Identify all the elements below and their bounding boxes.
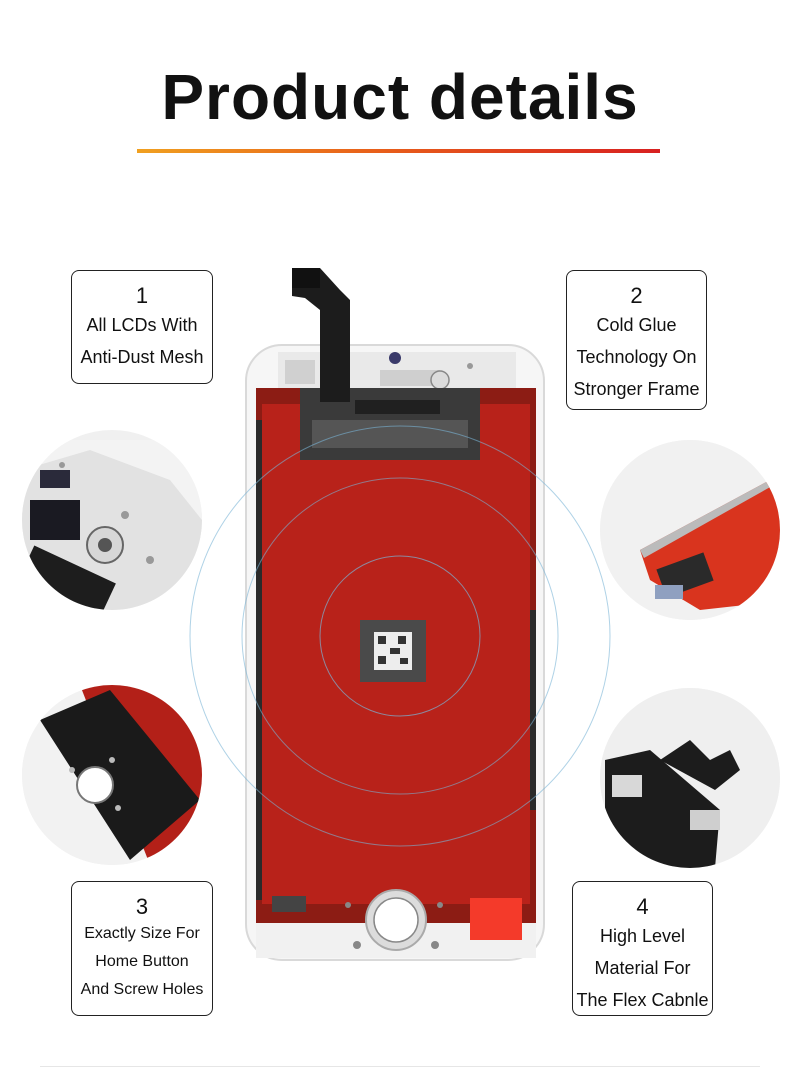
feature-text-line: High Level — [599, 926, 686, 946]
feature-callout-1: 1 All LCDs With Anti-Dust Mesh — [71, 270, 213, 384]
zoom-top-right-image — [600, 440, 780, 620]
zoom-top-left-image — [22, 430, 202, 610]
feature-number: 1 — [135, 283, 149, 308]
feature-text-line: And Screw Holes — [80, 981, 204, 998]
feature-text-line: The Flex Cabnle — [576, 990, 709, 1010]
page-title: Product details — [161, 61, 639, 133]
feature-text-line: Stronger Frame — [573, 379, 700, 399]
feature-callout-4: 4 High Level Material For The Flex Cabnl… — [572, 881, 713, 1016]
feature-text-line: Technology On — [576, 347, 697, 367]
feature-text-line: Cold Glue — [596, 315, 677, 335]
bottom-divider — [40, 1066, 760, 1067]
feature-callout-2: 2 Cold Glue Technology On Stronger Frame — [566, 270, 707, 410]
feature-text-line: Material For — [594, 958, 691, 978]
feature-number: 3 — [135, 894, 149, 919]
feature-callout-3: 3 Exactly Size For Home Button And Screw… — [71, 881, 213, 1016]
title-underline — [137, 149, 660, 153]
feature-text-line: Home Button — [95, 953, 189, 970]
feature-text-line: Anti-Dust Mesh — [80, 347, 204, 367]
feature-text-line: All LCDs With — [86, 315, 198, 335]
zoom-bottom-left-image — [22, 685, 202, 865]
feature-number: 4 — [636, 894, 649, 919]
zoom-bottom-right-image — [600, 688, 780, 868]
feature-text-line: Exactly Size For — [84, 925, 200, 942]
feature-number: 2 — [630, 283, 643, 308]
